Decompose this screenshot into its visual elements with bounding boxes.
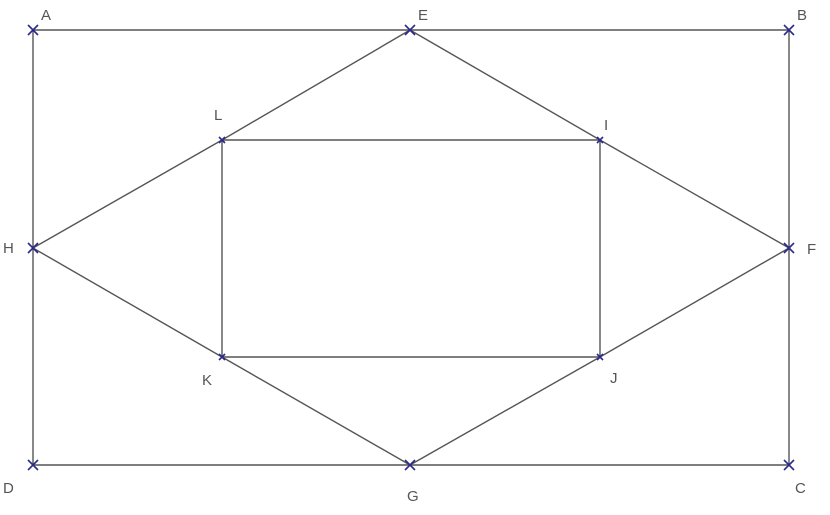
point-I-label: I [604, 117, 608, 134]
point-L-label: L [214, 107, 222, 124]
segment-JF [599, 247, 790, 358]
point-C-marker [783, 459, 795, 471]
point-D-marker [27, 459, 39, 471]
segments-layer [32, 29, 790, 466]
point-B-label: B [797, 7, 807, 24]
point-F-label: F [807, 241, 816, 258]
point-L-marker [218, 136, 226, 144]
segment-EL [221, 29, 411, 141]
point-K-marker [218, 353, 226, 361]
point-B-marker [783, 24, 795, 36]
segment-IE [409, 29, 601, 141]
point-G-label: G [407, 488, 419, 505]
point-D-label: D [3, 480, 14, 497]
point-F-marker [783, 242, 795, 254]
point-J-label: J [610, 370, 618, 387]
point-C-label: C [795, 480, 806, 497]
point-H-label: H [3, 240, 14, 257]
segment-GJ [409, 356, 601, 466]
labels-layer: A E B L I H F K J D G C [3, 7, 816, 505]
segment-FI [599, 139, 790, 249]
segment-HK [32, 247, 223, 358]
point-E-marker [404, 24, 416, 36]
point-H-marker [27, 242, 39, 254]
markers-layer [27, 24, 795, 471]
point-G-marker [404, 459, 416, 471]
point-A-marker [27, 24, 39, 36]
point-A-label: A [41, 7, 51, 24]
segment-LH [32, 139, 223, 249]
point-J-marker [596, 353, 604, 361]
point-K-label: K [202, 372, 212, 389]
point-E-label: E [418, 7, 428, 24]
point-I-marker [596, 136, 604, 144]
segment-KG [221, 356, 411, 466]
